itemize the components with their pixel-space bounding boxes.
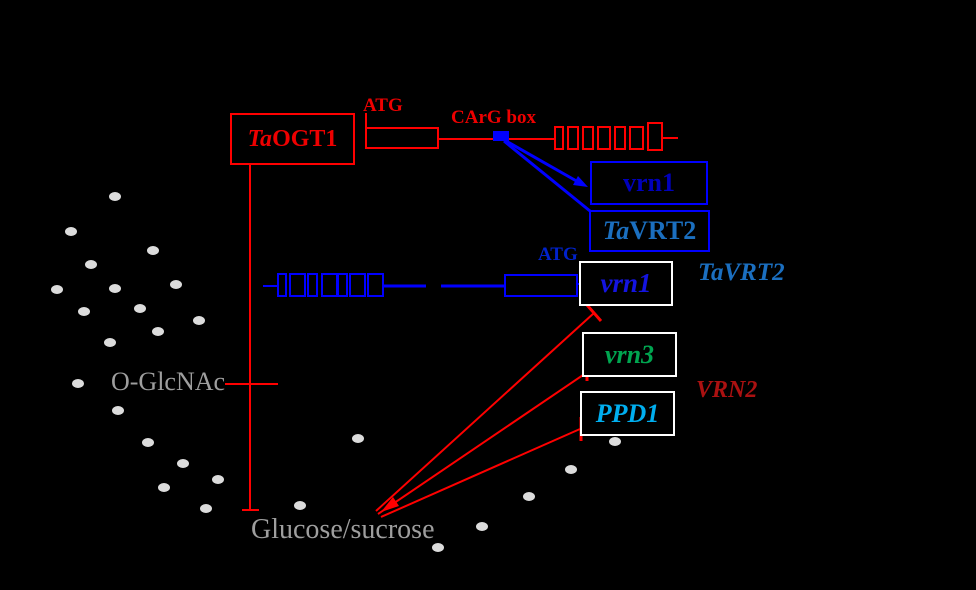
carg-box-label: CArG box: [451, 107, 536, 128]
exon-red: [614, 126, 626, 150]
molecule-dot: [134, 303, 146, 313]
atg-label-blue: ATG: [538, 244, 578, 265]
exon-red: [629, 126, 644, 150]
exon-blue: [289, 273, 306, 297]
exon-red: [582, 126, 594, 150]
carg-box-square: [493, 131, 509, 141]
vrn3-gene-box: vrn3: [582, 332, 677, 377]
vrn1-gene-label: vrn1: [600, 268, 652, 298]
exon-first-red: [365, 127, 439, 149]
taogt1-label: OGT1: [272, 125, 338, 152]
molecule-dot: [147, 245, 159, 255]
exon-blue: [277, 273, 287, 297]
molecule-dot: [85, 259, 97, 269]
molecule-dot: [104, 337, 116, 347]
exon-blue: [337, 273, 348, 297]
molecule-dot: [65, 226, 77, 236]
exon-blue: [307, 273, 318, 297]
oglcnac-label: O-GlcNAc: [111, 367, 226, 396]
molecule-dot: [565, 464, 577, 474]
vrn1-gene-box: vrn1: [579, 261, 673, 306]
exon-large-blue: [504, 274, 578, 297]
molecule-dot: [609, 436, 621, 446]
taogt1-label-italic: Ta: [247, 125, 273, 152]
molecule-dot: [78, 306, 90, 316]
glucose-vrn3-line: [377, 372, 587, 515]
tavrt2-label-italic: Ta: [602, 216, 630, 245]
exon-last-red: [647, 122, 663, 151]
glucose-vrn1-line: [375, 312, 595, 512]
molecule-dot: [476, 521, 488, 531]
glucose-sucrose-label: Glucose/sucrose: [251, 514, 435, 545]
exon-red: [597, 126, 611, 150]
molecule-dot: [523, 491, 535, 501]
molecule-dot: [142, 437, 154, 447]
vrn3-gene-label: vrn3: [604, 339, 655, 369]
ppd1-gene-box: PPD1: [580, 391, 675, 436]
exon-red: [554, 126, 564, 150]
molecule-dot: [432, 542, 444, 552]
taogt1-box: TaOGT1: [230, 113, 355, 165]
molecule-dot: [72, 378, 84, 388]
carg-tavrt2-line: [503, 139, 591, 213]
exon-red: [567, 126, 579, 150]
tavrt2-side-label: TaVRT2: [698, 259, 785, 286]
vrn1-protein-label: vrn1: [623, 168, 675, 197]
exon-blue: [367, 273, 384, 297]
molecule-dot: [352, 433, 364, 443]
molecule-dot: [294, 500, 306, 510]
glucose-arrowhead: [381, 497, 399, 512]
molecule-dot: [51, 284, 63, 294]
molecule-dot: [109, 283, 121, 293]
vrn1-inhibit-tbar: [585, 304, 603, 322]
carg-vrn1-line: [505, 139, 581, 185]
molecule-dot: [177, 458, 189, 468]
atg-label-red: ATG: [363, 95, 403, 116]
molecule-dot: [200, 503, 212, 513]
molecule-dot: [109, 191, 121, 201]
tavrt2-label: VRT2: [629, 216, 697, 245]
glucose-ppd1-line: [380, 428, 581, 518]
exon-blue: [321, 273, 338, 297]
exon-blue: [349, 273, 366, 297]
tavrt2-protein-box: TaVRT2: [589, 210, 710, 252]
molecule-dot: [193, 315, 205, 325]
carg-vrn1-arrowhead: [573, 176, 588, 187]
vrn1-protein-box: vrn1: [590, 161, 708, 205]
molecule-dot: [152, 326, 164, 336]
molecule-dot: [112, 405, 124, 415]
molecule-dot: [170, 279, 182, 289]
vrn2-side-label: VRN2: [696, 377, 758, 403]
ppd1-gene-label: PPD1: [595, 398, 660, 428]
molecule-dot: [158, 482, 170, 492]
molecule-dot: [212, 474, 224, 484]
